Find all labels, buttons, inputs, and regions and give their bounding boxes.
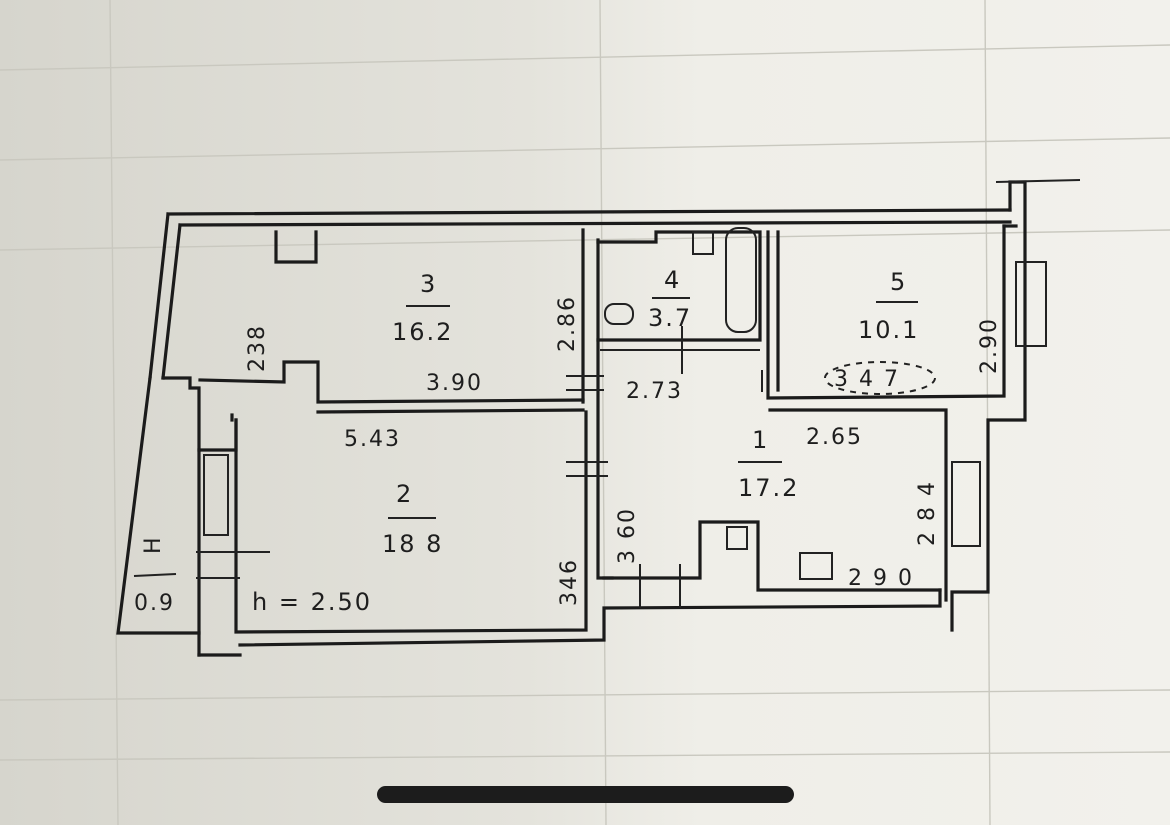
room-5-wall xyxy=(766,224,1006,400)
room-2-number: 2 xyxy=(396,480,413,508)
outer-wall-top-inner xyxy=(178,220,1012,227)
room-4-number: 4 xyxy=(664,266,681,294)
outer-wall-bottom xyxy=(238,588,942,647)
balcony-area: 0.9 xyxy=(134,591,175,616)
bathtub-icon xyxy=(725,227,757,333)
room-5-mark xyxy=(824,361,936,395)
room-3-inner-wall xyxy=(198,360,585,404)
room-3-area: 16.2 xyxy=(392,318,453,346)
floor-plan xyxy=(116,179,1081,657)
room-2-label: 2 18 8 xyxy=(382,480,443,558)
dimension-543: 5.43 xyxy=(344,427,401,452)
room-2-area: 18 8 xyxy=(382,530,443,558)
room-2-window-wall xyxy=(197,418,238,452)
room-1-area: 17.2 xyxy=(738,474,799,502)
dimension-286: 2.86 xyxy=(555,295,580,352)
outer-wall-top xyxy=(166,208,1012,216)
sink-icon xyxy=(692,231,714,255)
room-2-wall xyxy=(234,410,588,634)
room-5-label: 5 10.1 xyxy=(858,268,919,344)
room-1-label: 1 17.2 xyxy=(738,426,799,502)
window-room-2 xyxy=(203,454,229,536)
room-5-area: 10.1 xyxy=(858,316,919,344)
kitchen-wall xyxy=(602,520,942,592)
toilet-icon xyxy=(604,303,634,325)
room-4-area: 3.7 xyxy=(648,304,692,332)
room-1-number: 1 xyxy=(752,426,769,454)
stove-icon xyxy=(726,526,748,550)
room-5-bottom xyxy=(768,408,948,602)
room-4-label: 4 3.7 xyxy=(648,266,692,332)
room-5-number: 5 xyxy=(890,268,907,296)
window-kitchen xyxy=(951,461,981,547)
dimension-284: 2 8 4 xyxy=(915,480,940,546)
outer-wall-left-inner xyxy=(161,223,182,380)
window-room-5 xyxy=(1015,261,1047,347)
balcony-number: H xyxy=(141,535,166,554)
room-3-bottom-wall xyxy=(316,408,585,414)
dimension-290-kitchen: 2 9 0 xyxy=(848,566,914,591)
outer-wall-left xyxy=(148,212,170,380)
dimension-360: 3 60 xyxy=(615,507,640,564)
dimension-265: 2.65 xyxy=(806,425,863,450)
balcony-wall xyxy=(116,376,201,635)
home-indicator-bar[interactable] xyxy=(377,786,794,803)
dimension-346: 346 xyxy=(557,558,582,606)
dimension-238: 238 xyxy=(245,324,270,372)
dimension-290-room-5: 2.90 xyxy=(977,317,1002,374)
dimension-273: 2.73 xyxy=(626,379,683,404)
room-3-niche xyxy=(274,230,318,264)
dimension-347: 3 4 7 xyxy=(834,367,900,392)
door-markers xyxy=(196,179,1081,608)
cooktop-icon xyxy=(799,552,833,580)
dimension-390: 3.90 xyxy=(426,371,483,396)
room-3-number: 3 xyxy=(420,270,437,298)
room-3-label: 3 16.2 xyxy=(392,270,453,346)
balcony-label: H 0.9 xyxy=(133,535,177,616)
ceiling-height: h = 2.50 xyxy=(252,588,372,616)
room-3-wall xyxy=(161,376,201,657)
